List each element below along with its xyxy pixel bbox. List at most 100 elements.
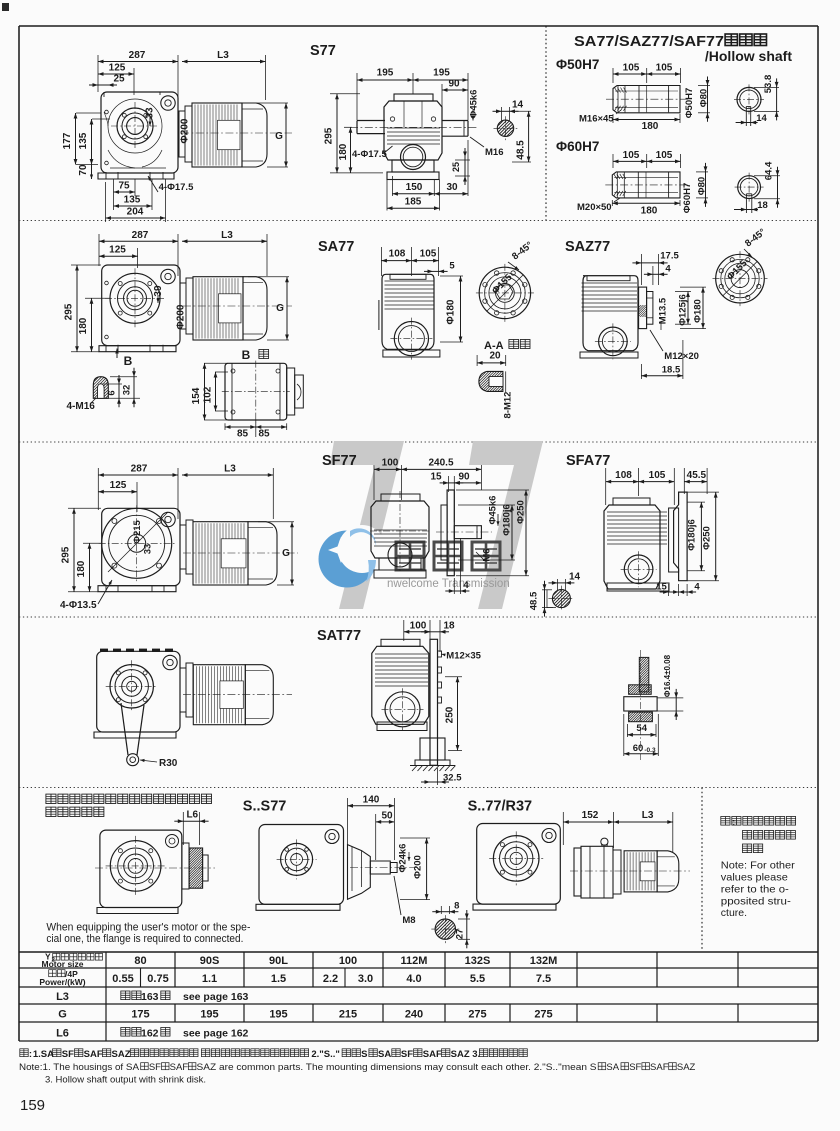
svg-text:Motor size: Motor size (41, 959, 83, 969)
svg-text:25: 25 (113, 74, 125, 85)
svg-text:100: 100 (410, 620, 427, 631)
svg-text:80: 80 (134, 955, 146, 967)
svg-text:250: 250 (445, 706, 456, 723)
svg-text:27: 27 (454, 929, 465, 940)
svg-text:SAZ: SAZ (677, 1062, 696, 1073)
svg-text:90S: 90S (200, 955, 220, 967)
svg-text:L3: L3 (56, 991, 69, 1003)
svg-text:20: 20 (489, 351, 501, 362)
svg-text:154: 154 (191, 387, 202, 404)
svg-text:SAF: SAF (650, 1062, 669, 1073)
svg-text:295: 295 (324, 127, 335, 144)
svg-text:90L: 90L (269, 955, 288, 967)
svg-text:Φ60H7: Φ60H7 (682, 183, 693, 214)
svg-text:S..S77: S..S77 (243, 799, 287, 815)
svg-text:100: 100 (339, 955, 357, 967)
svg-text:180: 180 (78, 317, 89, 334)
svg-text:295: 295 (64, 303, 75, 320)
svg-text:SFA77: SFA77 (566, 453, 610, 469)
svg-text:180: 180 (338, 143, 349, 160)
svg-text:Φ16.4±0.08: Φ16.4±0.08 (663, 654, 672, 697)
svg-text:108: 108 (389, 248, 406, 259)
svg-text::: : (29, 1049, 32, 1060)
svg-text:SAF: SAF (170, 1062, 189, 1073)
svg-text:195: 195 (433, 68, 450, 79)
svg-text:Φ50H7: Φ50H7 (556, 57, 599, 72)
svg-text:152: 152 (582, 810, 599, 821)
svg-text:A-A: A-A (484, 340, 504, 352)
svg-text:L6: L6 (56, 1027, 69, 1039)
svg-text:125: 125 (110, 480, 127, 491)
svg-text:112M: 112M (401, 955, 428, 967)
svg-text:4-Φ17.5: 4-Φ17.5 (159, 182, 194, 193)
svg-text:105: 105 (420, 248, 437, 259)
svg-text:SAZ 3.: SAZ 3. (451, 1049, 481, 1060)
svg-text:140: 140 (363, 794, 380, 805)
svg-text:5: 5 (449, 261, 455, 272)
svg-text:1.5: 1.5 (271, 973, 286, 985)
svg-text:215: 215 (339, 1008, 357, 1020)
svg-text:M12×20: M12×20 (664, 351, 699, 362)
svg-text:4: 4 (665, 264, 671, 275)
svg-text:150: 150 (406, 182, 423, 193)
svg-text:Φ180: Φ180 (693, 299, 704, 323)
svg-text:cture.: cture. (721, 907, 747, 919)
svg-text:163: 163 (141, 991, 159, 1003)
svg-text:45.5: 45.5 (687, 470, 707, 481)
svg-text:Φ45k6: Φ45k6 (488, 496, 499, 525)
svg-text:105: 105 (656, 63, 673, 74)
svg-text:14: 14 (512, 100, 524, 111)
svg-text:L3: L3 (217, 50, 229, 61)
svg-text:60: 60 (633, 743, 644, 754)
svg-text:SF77: SF77 (322, 453, 357, 469)
svg-text:70: 70 (78, 164, 89, 176)
svg-text:0.55: 0.55 (112, 973, 133, 985)
svg-text:195: 195 (269, 1008, 287, 1020)
svg-text:33: 33 (143, 544, 154, 555)
svg-text:177: 177 (62, 132, 73, 149)
svg-text:14: 14 (569, 572, 581, 583)
svg-text:8: 8 (454, 901, 459, 912)
svg-text:Φ60H7: Φ60H7 (556, 139, 599, 154)
svg-text:M16: M16 (485, 147, 503, 158)
svg-text:240: 240 (405, 1008, 423, 1020)
svg-text:18: 18 (757, 200, 768, 211)
svg-text:SF: SF (401, 1049, 413, 1060)
svg-text:180: 180 (642, 121, 659, 132)
svg-text:4: 4 (463, 580, 469, 591)
svg-text:L6: L6 (186, 809, 198, 820)
svg-text:105: 105 (623, 150, 640, 161)
svg-text:4-M16: 4-M16 (67, 401, 96, 412)
svg-text:90: 90 (448, 79, 460, 90)
svg-text:18.5: 18.5 (662, 365, 681, 376)
svg-text:204: 204 (127, 207, 144, 218)
svg-text:2.2: 2.2 (323, 973, 338, 985)
svg-text:M13.5: M13.5 (658, 297, 669, 324)
svg-text:Φ250: Φ250 (516, 500, 527, 524)
svg-text:refer to the o-: refer to the o- (721, 884, 790, 896)
svg-text:4: 4 (694, 582, 700, 593)
svg-text:M12×35: M12×35 (446, 651, 481, 662)
svg-text:M8: M8 (402, 915, 415, 926)
svg-text:M20×50: M20×50 (577, 202, 612, 213)
svg-text:85: 85 (258, 429, 270, 440)
svg-text:S..77/R37: S..77/R37 (468, 799, 532, 815)
svg-text:159: 159 (20, 1097, 45, 1114)
svg-text:Φ180: Φ180 (446, 299, 457, 324)
svg-text:SAZ: SAZ (112, 1049, 131, 1060)
svg-text:132S: 132S (465, 955, 491, 967)
svg-text:0.75: 0.75 (147, 973, 168, 985)
svg-text:48.5: 48.5 (516, 140, 527, 160)
svg-text::: : (732, 817, 736, 829)
svg-text:SAZ77: SAZ77 (565, 239, 610, 255)
svg-text:-0.3: -0.3 (644, 747, 656, 754)
svg-text:SF: SF (629, 1062, 641, 1073)
svg-text:When equipping the user's moto: When equipping the user's motor or the s… (46, 922, 250, 934)
svg-text:3. Hollow shaft output with sh: 3. Hollow shaft output with shrink disk. (45, 1075, 206, 1086)
svg-text:nwelcome Transmission: nwelcome Transmission (387, 578, 510, 590)
svg-text:4.0: 4.0 (406, 973, 421, 985)
svg-text:SF: SF (149, 1062, 161, 1073)
svg-text:Φ180j6: Φ180j6 (687, 519, 698, 551)
svg-text:90: 90 (458, 471, 470, 482)
svg-text:53.8: 53.8 (763, 75, 774, 94)
